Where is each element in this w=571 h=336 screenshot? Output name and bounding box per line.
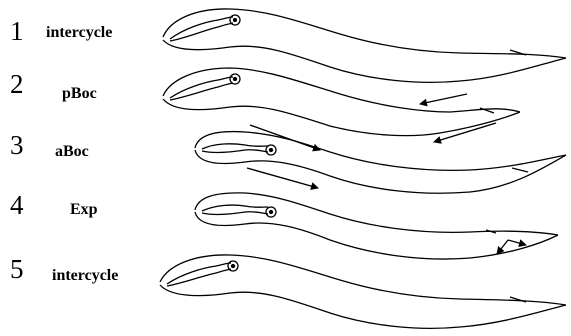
anus — [510, 297, 526, 302]
worm-body — [195, 193, 558, 259]
anus — [512, 168, 528, 172]
stage-label: intercycle — [46, 24, 112, 41]
pharynx — [167, 263, 231, 286]
worm-body — [160, 255, 566, 328]
stage-label: aBoc — [55, 143, 89, 160]
pharynx — [202, 205, 268, 214]
arrow — [508, 240, 526, 245]
stage-label: intercycle — [52, 267, 118, 284]
stage-number: 3 — [10, 130, 24, 160]
stage-label: pBoc — [62, 85, 97, 102]
worm-body — [163, 68, 520, 142]
stage-number: 5 — [10, 254, 24, 284]
worm-body — [163, 9, 566, 82]
pharynx — [170, 17, 233, 41]
stage-1: 1 intercycle — [10, 9, 566, 82]
stage-3: 3 aBoc — [10, 125, 566, 193]
pharynx — [170, 77, 233, 100]
worm-body — [195, 125, 566, 193]
stage-label: Exp — [70, 201, 98, 218]
arrow — [420, 94, 467, 104]
stage-number: 4 — [10, 190, 24, 220]
stage-number: 1 — [10, 16, 24, 46]
pharynx — [202, 144, 268, 153]
stage-5: 5 intercycle — [10, 254, 566, 328]
arrow — [247, 168, 318, 188]
stage-number: 2 — [10, 69, 24, 99]
stage-4: 4 Exp — [10, 190, 558, 259]
